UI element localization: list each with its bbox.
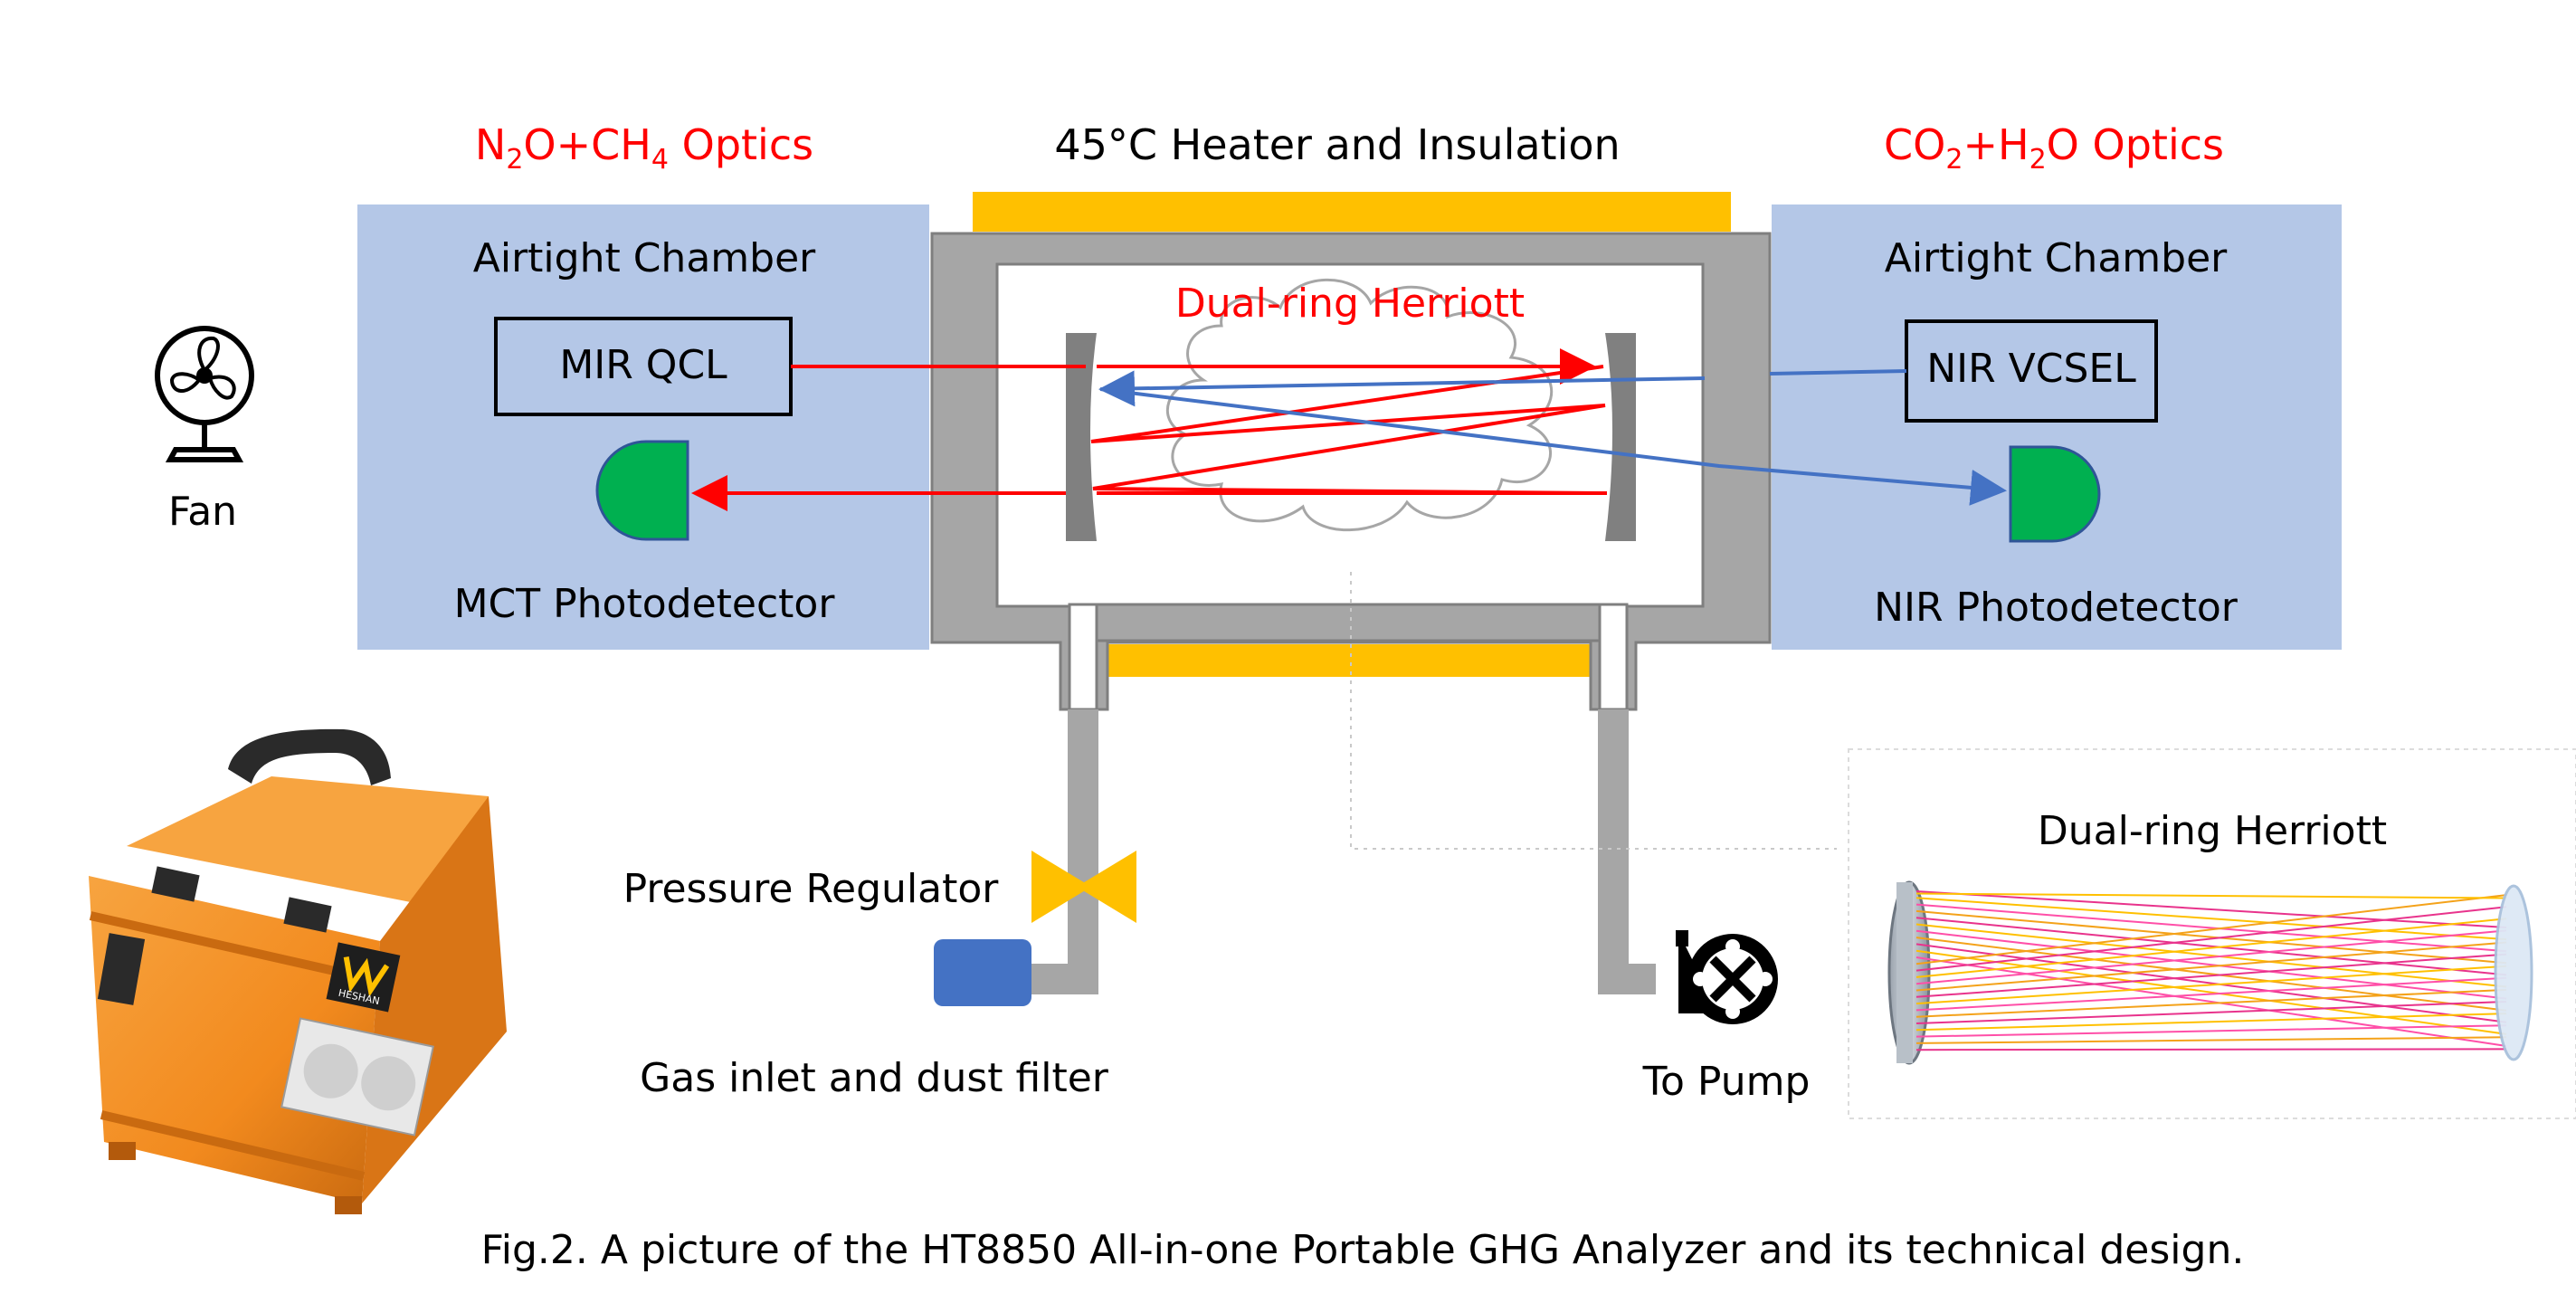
left-herriott-mirror [1066, 333, 1097, 541]
left-airtight-chamber [357, 204, 929, 650]
dust-filter [934, 939, 1031, 1006]
device-photo: HESHAN [89, 728, 507, 1214]
inset-beam-line [1915, 903, 2507, 953]
inset-beam-line [1915, 941, 2507, 992]
inset-beam-line [1915, 923, 2507, 988]
inset-beam-line [1915, 1036, 2507, 1044]
inset-leader-line [1350, 572, 1837, 850]
inset-beam-line [1915, 1001, 2507, 1024]
nir-vcsel-label: NIR VCSEL [1926, 346, 2136, 392]
inset-beam-line [1915, 906, 2507, 972]
inset-beam-line [1915, 1048, 2507, 1051]
left-optics-label: N2O+CH4 Optics [475, 120, 813, 176]
pump-icon [1676, 930, 1778, 1024]
outlet-bore [1598, 603, 1629, 711]
mir-qcl-label: MIR QCL [559, 342, 727, 388]
right-chamber-label: Airtight Chamber [1885, 235, 2228, 281]
heater-bar-bottom [1107, 644, 1591, 677]
inlet-bore [1068, 603, 1098, 711]
inset-beam-line [1915, 892, 2507, 899]
left-chamber-label: Airtight Chamber [473, 235, 816, 281]
nir-beam-path [1098, 369, 2007, 506]
outlet-pipe [1598, 709, 1656, 994]
gas-inlet-label: Gas inlet and dust filter [640, 1055, 1109, 1101]
nir-photodetector-label: NIR Photodetector [1874, 585, 2239, 631]
inset-beam-line [1915, 917, 2507, 976]
cloud-icon [1165, 278, 1554, 532]
inset-herriott-cell [1887, 880, 2533, 1065]
inset-beam-line [1915, 943, 2507, 1023]
right-herriott-mirror [1605, 333, 1636, 541]
inset-beam-line [1915, 929, 2507, 985]
fan-icon [155, 326, 254, 462]
herriott-cell-label: Dual-ring Herriott [1175, 281, 1525, 327]
pressure-regulator-label: Pressure Regulator [623, 866, 1000, 912]
mct-photodetector-label: MCT Photodetector [454, 581, 836, 627]
inset-beam-line [1915, 949, 2507, 1035]
mct-photodetector-icon [595, 440, 689, 541]
fan-label: Fan [168, 489, 237, 535]
inset-beam-lines [1915, 890, 2507, 1051]
inset-beam-line [1915, 918, 2507, 978]
mir-beam-path [691, 348, 1607, 511]
figure-caption: Fig.2. A picture of the HT8850 All-in-on… [481, 1227, 2245, 1273]
right-airtight-chamber [1772, 204, 2342, 650]
valve-icon [1031, 851, 1136, 923]
inset-beam-line [1915, 953, 2507, 998]
inset-beam-line [1915, 890, 2507, 928]
inset-beam-line [1915, 894, 2507, 965]
bottom-channel [1095, 603, 1602, 642]
inset-box [1848, 748, 2576, 1119]
inset-beam-line [1915, 965, 2507, 1005]
to-pump-label: To Pump [1642, 1059, 1811, 1105]
inlet-pipe [1031, 709, 1098, 994]
heater-bar-top [973, 192, 1731, 232]
inset-beam-line [1915, 897, 2507, 941]
right-optics-label: CO2+H2O Optics [1884, 120, 2224, 176]
inset-beam-line [1915, 929, 2507, 1000]
inset-beam-line [1915, 937, 2507, 1012]
inset-beam-line [1915, 1024, 2507, 1038]
inset-beam-line [1915, 909, 2507, 965]
inset-title: Dual-ring Herriott [2038, 808, 2387, 854]
nir-photodetector-icon [2009, 445, 2101, 543]
inset-beam-line [1915, 988, 2507, 1018]
inset-beam-line [1915, 1013, 2507, 1032]
inset-beam-line [1915, 956, 2507, 1047]
heater-label: 45°C Heater and Insulation [1054, 120, 1620, 169]
inset-beam-line [1915, 976, 2507, 1012]
